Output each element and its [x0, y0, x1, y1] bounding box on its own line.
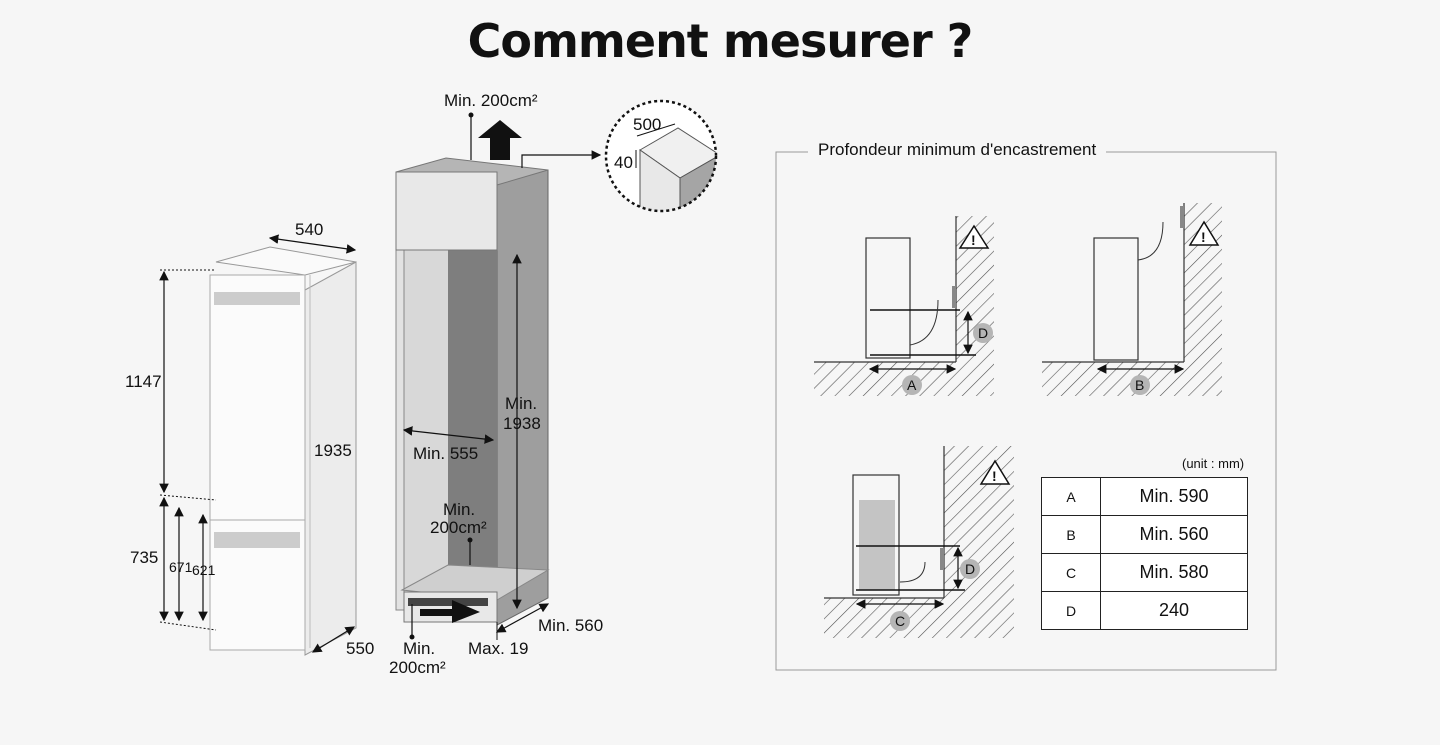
row-key: A — [1041, 477, 1101, 516]
row-value: Min. 590 — [1100, 477, 1248, 516]
table-row: A Min. 590 — [1041, 477, 1248, 516]
row-key: D — [1041, 591, 1101, 630]
marker-b: B — [1135, 377, 1144, 393]
diagram-b: ! — [1042, 203, 1222, 396]
niche-inner-vent-label-1: Min. — [443, 500, 475, 519]
fridge-illustration — [159, 234, 357, 656]
table-row: D 240 — [1041, 591, 1248, 630]
marker-c: C — [895, 613, 905, 629]
depth-panel-title: Profondeur minimum d'encastrement — [808, 140, 1107, 160]
fridge-depth-label: 550 — [346, 639, 374, 658]
marker-d-2: D — [965, 561, 975, 577]
niche-depth-label: Min. 560 — [538, 616, 603, 635]
niche-bottom-vent-label-1: Min. — [403, 639, 435, 658]
warning-icon: ! — [1201, 229, 1206, 245]
row-key: C — [1041, 553, 1101, 592]
niche-height-label-2: 1938 — [503, 414, 541, 433]
fridge-height-bottom-b-label: 621 — [192, 562, 216, 578]
fridge-height-bottom-a-label: 671 — [169, 559, 193, 575]
row-value: Min. 580 — [1100, 553, 1248, 592]
fridge-height-bottom-label: 735 — [130, 548, 158, 567]
warning-icon: ! — [971, 232, 976, 248]
niche-top-vent-label: Min. 200cm² — [444, 91, 538, 110]
row-key: B — [1041, 515, 1101, 554]
page-title: Comment mesurer ? — [467, 14, 974, 68]
detail-height-label: 40 — [614, 153, 633, 172]
diagram-c: ! — [824, 446, 1014, 638]
detail-width-label: 500 — [633, 115, 661, 134]
table-row: C Min. 580 — [1041, 553, 1248, 592]
depth-spec-table: A Min. 590 B Min. 560 C Min. 580 D 240 — [1041, 477, 1248, 630]
fridge-height-total-label: 1935 — [314, 441, 352, 460]
fridge-height-top-label: 1147 — [125, 372, 162, 391]
fridge-width-label: 540 — [295, 220, 323, 239]
warning-icon: ! — [992, 468, 997, 484]
niche-plinth-label: Max. 19 — [468, 639, 528, 658]
niche-inner-vent-label-2: 200cm² — [430, 518, 487, 537]
unit-label: (unit : mm) — [1182, 456, 1245, 471]
row-value: Min. 560 — [1100, 515, 1248, 554]
niche-width-label: Min. 555 — [413, 444, 478, 463]
niche-illustration — [395, 112, 602, 640]
marker-d-1: D — [978, 325, 988, 341]
table-row: B Min. 560 — [1041, 515, 1248, 554]
niche-bottom-vent-label-2: 200cm² — [389, 658, 446, 677]
diagram-a: ! — [814, 216, 994, 396]
row-value: 240 — [1100, 591, 1248, 630]
niche-height-label-1: Min. — [505, 394, 537, 413]
marker-a: A — [907, 377, 917, 393]
